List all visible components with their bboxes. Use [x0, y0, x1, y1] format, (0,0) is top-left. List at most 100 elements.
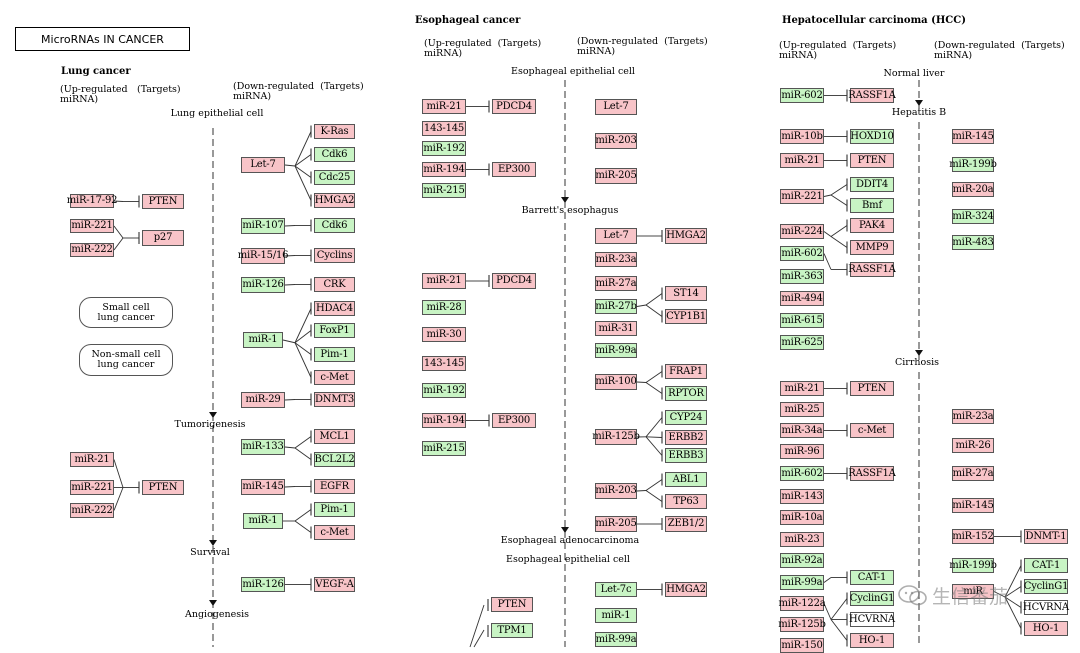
gene-node-l-mir222b[interactable]: miR-222: [70, 503, 114, 518]
gene-node-h-mir96[interactable]: miR-96: [780, 444, 824, 459]
gene-node-l-cyclins[interactable]: Cyclins: [314, 248, 355, 263]
gene-node-h-mir145a[interactable]: miR-145: [952, 129, 994, 144]
gene-node-e-st14[interactable]: ST14: [665, 286, 707, 301]
gene-node-e-mir215a[interactable]: miR-215: [422, 183, 466, 198]
gene-node-h-mir602b[interactable]: miR-602: [780, 246, 824, 261]
gene-node-l-egfr[interactable]: EGFR: [314, 479, 355, 494]
gene-node-e-mir205b[interactable]: miR-205: [595, 516, 637, 532]
gene-node-h-ddit4[interactable]: DDIT4: [850, 177, 894, 192]
gene-node-l-mir1a[interactable]: miR-1: [243, 332, 283, 348]
gene-node-h-mir602a[interactable]: miR-602: [780, 88, 824, 103]
gene-node-h-mir363[interactable]: miR-363: [780, 269, 824, 284]
gene-node-l-mir1b[interactable]: miR-1: [243, 513, 283, 529]
gene-node-l-mir29[interactable]: miR-29: [241, 392, 285, 408]
gene-node-h-pak4[interactable]: PAK4: [850, 218, 894, 233]
gene-node-e-mir143a[interactable]: 143-145: [422, 121, 466, 136]
gene-node-h-hcvrnaa[interactable]: HCVRNA: [850, 612, 894, 627]
gene-node-h-mir199b2[interactable]: miR-199b: [952, 558, 994, 573]
gene-node-e-mir192a[interactable]: miR-192: [422, 141, 466, 156]
gene-node-h-cyclingb[interactable]: CyclinG1: [1024, 579, 1068, 594]
gene-node-h-mir615[interactable]: miR-615: [780, 313, 824, 328]
gene-node-l-mir133[interactable]: miR-133: [241, 439, 285, 455]
gene-node-h-mir25[interactable]: miR-25: [780, 402, 824, 417]
gene-node-l-dnmt3[interactable]: DNMT3: [314, 392, 355, 407]
gene-node-l-mir145[interactable]: miR-145: [241, 479, 285, 495]
gene-node-e-mir203b[interactable]: miR-203: [595, 483, 637, 499]
gene-node-l-let7[interactable]: Let-7: [241, 157, 285, 173]
gene-node-l-hdac4[interactable]: HDAC4: [314, 301, 355, 316]
gene-node-l-pten1[interactable]: PTEN: [142, 194, 184, 209]
gene-node-e-mir23a[interactable]: miR-23a: [595, 252, 637, 267]
gene-node-e-mir203a[interactable]: miR-203: [595, 133, 637, 149]
gene-node-h-pten2[interactable]: PTEN: [850, 381, 894, 396]
gene-node-h-ho1a[interactable]: HO-1: [850, 633, 894, 648]
gene-node-h-mir34a[interactable]: miR-34a: [780, 423, 824, 438]
gene-node-l-mir221a[interactable]: miR-221: [70, 219, 114, 233]
gene-node-h-mir125b[interactable]: miR-125b: [780, 617, 824, 632]
gene-node-e-mir21a[interactable]: miR-21: [422, 99, 466, 114]
gene-node-e-mir30[interactable]: miR-30: [422, 327, 466, 342]
gene-node-l-foxp1[interactable]: FoxP1: [314, 323, 355, 338]
gene-node-e-mir27a[interactable]: miR-27a: [595, 276, 637, 291]
gene-node-e-let7b[interactable]: Let-7: [595, 228, 637, 244]
gene-node-e-mir205a[interactable]: miR-205: [595, 168, 637, 184]
gene-node-e-pdcd4a[interactable]: PDCD4: [492, 99, 536, 114]
gene-node-h-mir150[interactable]: miR-150: [780, 638, 824, 653]
gene-node-l-crk[interactable]: CRK: [314, 277, 355, 292]
gene-node-e-mir99a2[interactable]: miR-99a: [595, 632, 637, 647]
gene-node-e-mir194b[interactable]: miR-194: [422, 413, 466, 428]
gene-node-h-mir224[interactable]: miR-224: [780, 224, 824, 239]
gene-node-l-mir1792[interactable]: miR-17-92: [70, 194, 114, 208]
gene-node-e-mir1[interactable]: miR-1: [595, 608, 637, 623]
gene-node-e-cyp1b1[interactable]: CYP1B1: [665, 309, 707, 324]
gene-node-h-hcvrnab[interactable]: HCVRNA: [1024, 600, 1068, 615]
gene-node-e-mir28[interactable]: miR-28: [422, 300, 466, 315]
gene-node-l-mir1516[interactable]: miR-15/16: [241, 248, 285, 264]
gene-node-h-rassf1a2[interactable]: RASSF1A: [850, 262, 894, 277]
gene-node-e-erbb2[interactable]: ERBB2: [665, 430, 707, 445]
gene-node-l-vegfa[interactable]: VEGF-A: [314, 577, 355, 592]
gene-node-l-cmet2[interactable]: c-Met: [314, 525, 355, 540]
gene-node-h-mir10b[interactable]: miR-10b: [780, 129, 824, 144]
gene-node-e-mir100[interactable]: miR-100: [595, 374, 637, 390]
gene-node-h-mir152[interactable]: miR-152: [952, 529, 994, 544]
gene-node-e-mir99a[interactable]: miR-99a: [595, 343, 637, 358]
gene-node-e-rptor[interactable]: RPTOR: [665, 386, 707, 401]
gene-node-h-mir145b[interactable]: miR-145: [952, 498, 994, 513]
gene-node-l-mir126a[interactable]: miR-126: [241, 277, 285, 293]
gene-node-e-mir21b[interactable]: miR-21: [422, 273, 466, 289]
gene-node-h-pten1[interactable]: PTEN: [850, 153, 894, 168]
gene-node-h-rassf1a3[interactable]: RASSF1A: [850, 466, 894, 481]
gene-node-l-cdk6a[interactable]: Cdk6: [314, 147, 355, 162]
gene-node-h-mir99a[interactable]: miR-99a: [780, 575, 824, 590]
gene-node-h-mir483[interactable]: miR-483: [952, 235, 994, 250]
gene-node-h-mir221[interactable]: miR-221: [780, 189, 824, 204]
gene-node-e-mir143b[interactable]: 143-145: [422, 356, 466, 371]
gene-node-h-mir27a[interactable]: miR-27a: [952, 466, 994, 481]
gene-node-e-let7c[interactable]: Let-7c: [595, 582, 637, 597]
gene-node-l-bcl2l2[interactable]: BCL2L2: [314, 452, 355, 467]
gene-node-e-erbb3[interactable]: ERBB3: [665, 448, 707, 463]
gene-node-e-mir192b[interactable]: miR-192: [422, 383, 466, 398]
gene-node-e-let7a[interactable]: Let-7: [595, 99, 637, 115]
gene-node-h-mir494[interactable]: miR-494: [780, 291, 824, 306]
gene-node-e-ep300b[interactable]: EP300: [492, 413, 536, 428]
gene-node-h-mmp9[interactable]: MMP9: [850, 240, 894, 255]
gene-node-h-mir23a[interactable]: miR-23a: [952, 409, 994, 424]
gene-node-e-tp63[interactable]: TP63: [665, 494, 707, 509]
gene-node-l-pim1b[interactable]: Pim-1: [314, 502, 355, 517]
gene-node-e-frap1[interactable]: FRAP1: [665, 364, 707, 379]
gene-node-l-cmet1[interactable]: c-Met: [314, 370, 355, 385]
gene-node-h-cat1b[interactable]: CAT-1: [1024, 558, 1068, 573]
gene-node-h-bmf[interactable]: Bmf: [850, 198, 894, 213]
gene-node-h-mir199b[interactable]: miR-199b: [952, 157, 994, 172]
gene-node-h-mir625[interactable]: miR-625: [780, 335, 824, 350]
gene-node-h-mir92a[interactable]: miR-92a: [780, 553, 824, 568]
gene-node-l-kras[interactable]: K-Ras: [314, 124, 355, 139]
gene-node-e-cyp24[interactable]: CYP24: [665, 410, 707, 425]
gene-node-h-hoxd10[interactable]: HOXD10: [850, 129, 894, 144]
gene-node-h-dnmt1[interactable]: DNMT-1: [1024, 529, 1068, 544]
gene-node-e-pten[interactable]: PTEN: [491, 597, 533, 612]
gene-node-l-mir221b[interactable]: miR-221: [70, 480, 114, 495]
gene-node-e-mir194a[interactable]: miR-194: [422, 162, 466, 177]
